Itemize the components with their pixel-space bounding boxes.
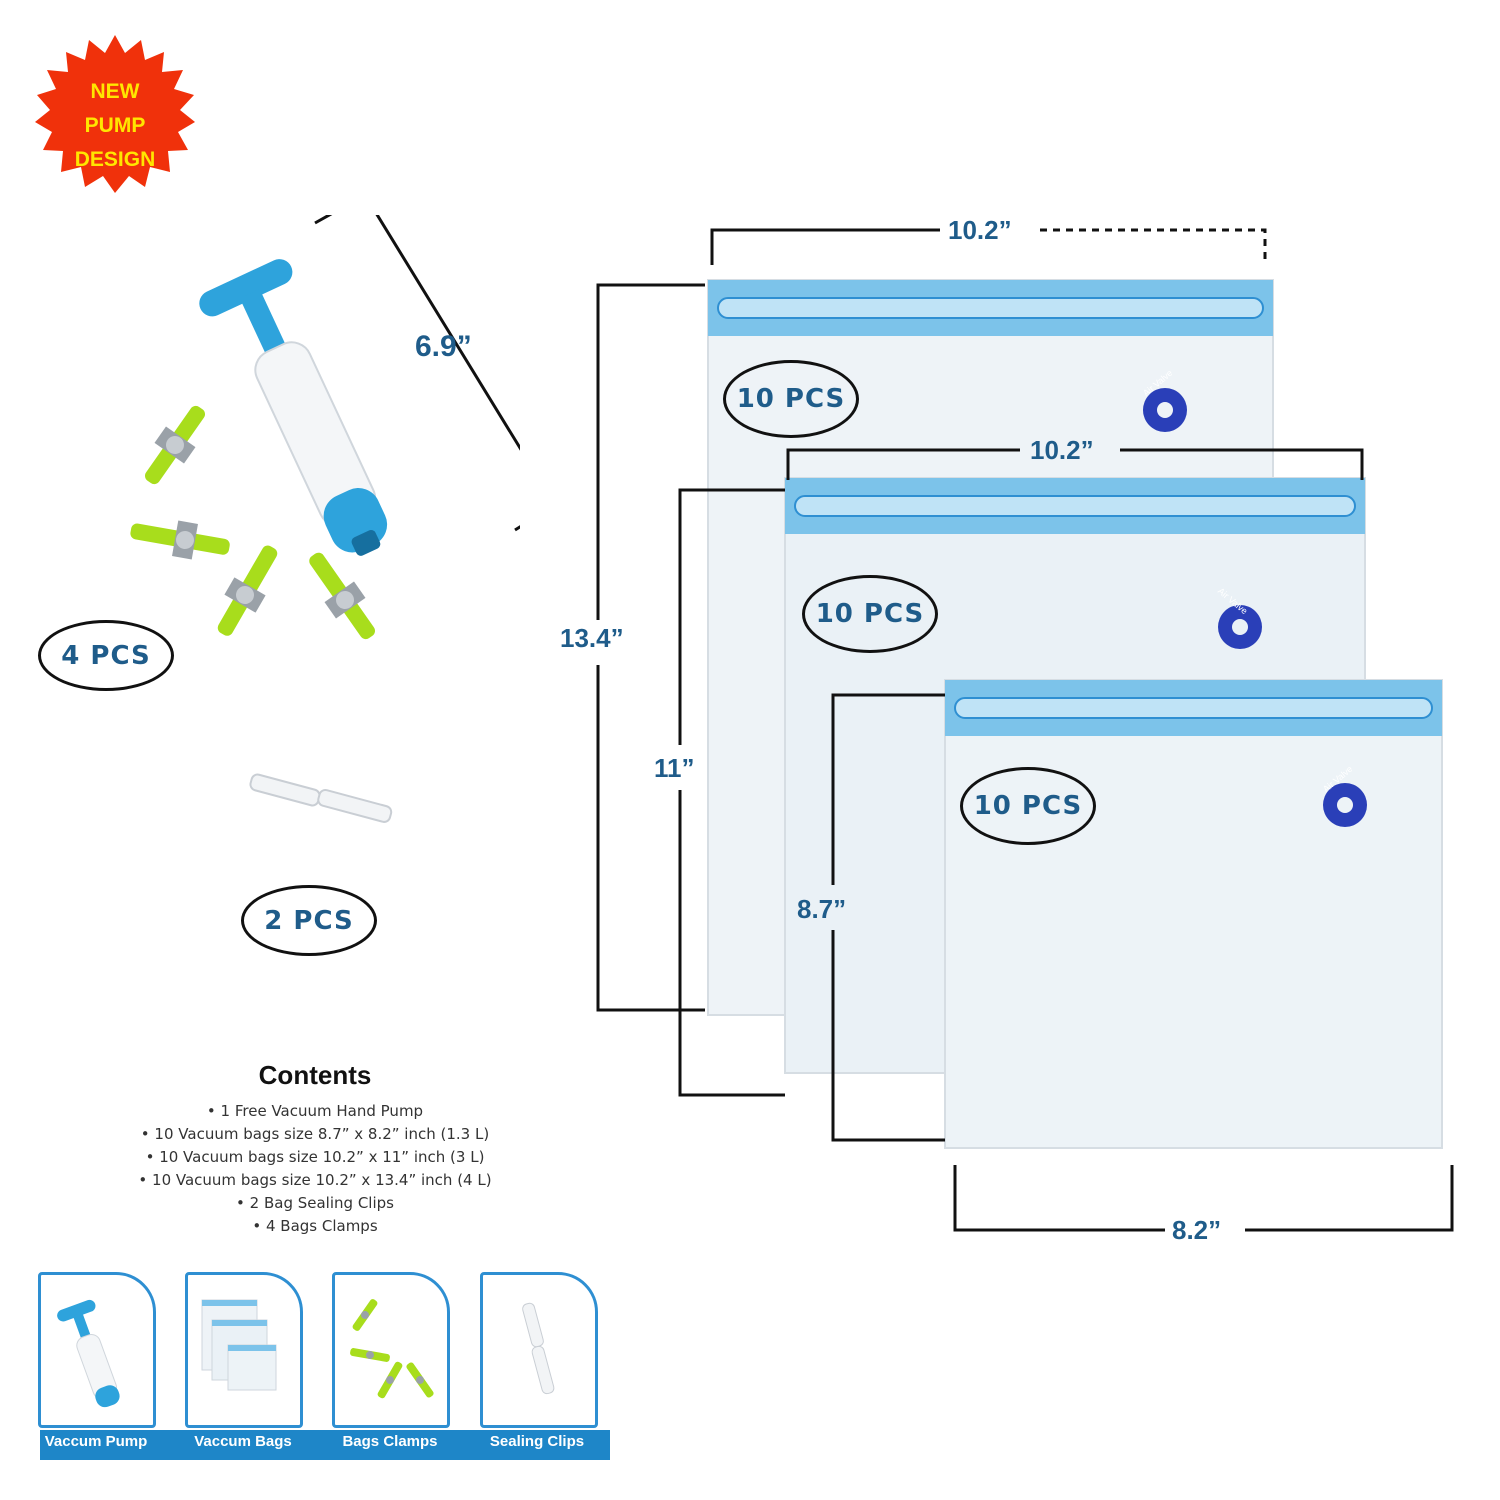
contents-item: 10 Vacuum bags size 8.7” x 8.2” inch (1.… bbox=[90, 1123, 540, 1146]
clamp-icon bbox=[144, 405, 206, 485]
badge-line-design: DESIGN bbox=[74, 148, 156, 171]
contents-title: Contents bbox=[258, 1060, 372, 1090]
contents-item: 2 Bag Sealing Clips bbox=[90, 1192, 540, 1215]
badge-line-pump: PUMP bbox=[84, 114, 146, 137]
tile-label-bags-clamps: Bags Clamps bbox=[342, 1433, 438, 1450]
bag-medium-count-badge: 10 PCS bbox=[802, 575, 938, 653]
contents-item: 10 Vacuum bags size 10.2” x 11” inch (3 … bbox=[90, 1146, 540, 1169]
bag-large-height-label: 13.4” bbox=[560, 623, 624, 653]
contents-item: 4 Bags Clamps bbox=[90, 1215, 540, 1238]
bag-dimension-lines bbox=[596, 228, 1454, 1232]
tile-vaccum-bags bbox=[185, 1272, 303, 1428]
badge-line-new: NEW bbox=[90, 80, 140, 103]
new-design-badge: NEW PUMP DESIGN bbox=[35, 35, 195, 195]
bag-small-height-label: 8.7” bbox=[797, 894, 847, 924]
contents-item: 10 Vacuum bags size 10.2” x 13.4” inch (… bbox=[90, 1169, 540, 1192]
bag-medium-width-label: 10.2” bbox=[1030, 435, 1094, 465]
bag-clamps-illustration bbox=[130, 405, 376, 640]
tile-label-vaccum-bags: Vaccum Bags bbox=[194, 1433, 292, 1450]
clamp-icon bbox=[217, 545, 278, 636]
tile-bags-clamps bbox=[332, 1272, 450, 1428]
clamp-icon bbox=[309, 552, 376, 640]
bag-small-count-badge: 10 PCS bbox=[960, 767, 1096, 845]
tile-label-bar bbox=[40, 1430, 610, 1460]
clamp-icon bbox=[130, 520, 230, 560]
bag-large-width-label: 10.2” bbox=[948, 215, 1012, 245]
bag-small-width-label: 8.2” bbox=[1172, 1215, 1222, 1245]
contents-list: 1 Free Vacuum Hand Pump 10 Vacuum bags s… bbox=[90, 1100, 540, 1238]
bag-large-count-badge: 10 PCS bbox=[723, 360, 859, 438]
tile-sealing-clips bbox=[480, 1272, 598, 1428]
pump-icon bbox=[57, 1299, 120, 1408]
sealing-clips-icon bbox=[522, 1302, 555, 1395]
contents-item: 1 Free Vacuum Hand Pump bbox=[90, 1100, 540, 1123]
pump-dimension-line bbox=[314, 215, 520, 532]
starburst-icon bbox=[35, 35, 195, 193]
sealing-clips-count-badge: 2 PCS bbox=[241, 885, 377, 956]
tile-label-sealing-clips: Sealing Clips bbox=[489, 1433, 585, 1450]
vacuum-pump-illustration bbox=[199, 215, 520, 556]
tile-vaccum-pump bbox=[38, 1272, 156, 1428]
clamps-count-badge: 4 PCS bbox=[38, 620, 174, 691]
clamps-icon bbox=[350, 1299, 434, 1399]
bag-medium-height-label: 11” bbox=[654, 753, 695, 783]
tile-label-vaccum-pump: Vaccum Pump bbox=[44, 1433, 148, 1450]
bags-icon bbox=[201, 1299, 277, 1391]
bag-small bbox=[944, 679, 1443, 1149]
pump-length-label: 6.9” bbox=[415, 330, 472, 363]
sealing-clips-illustration bbox=[249, 773, 393, 823]
